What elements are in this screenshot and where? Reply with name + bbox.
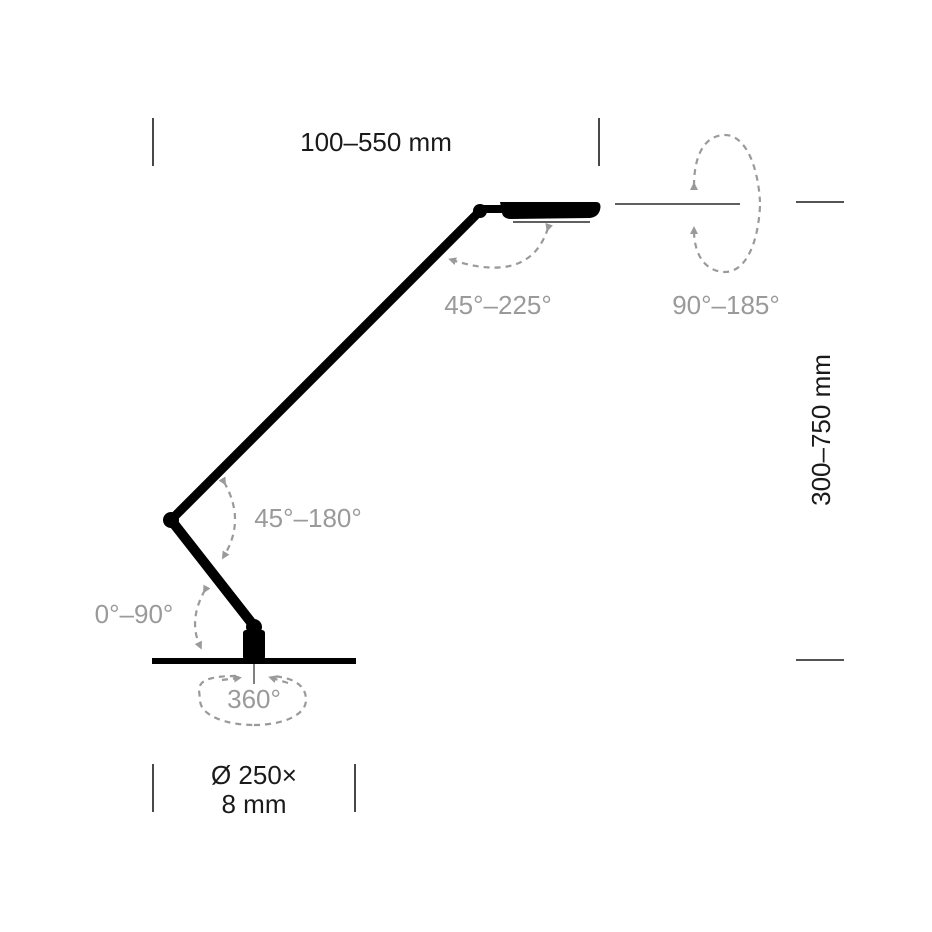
- base-rotation-arc-left: [198, 674, 255, 727]
- lamp-head: [482, 202, 601, 223]
- head-rotation-label: 90°–185°: [672, 290, 780, 320]
- lamp-base-plate: [152, 658, 356, 664]
- reach-dimension-label: 100–550 mm: [300, 127, 452, 157]
- lamp-elbow-joint: [163, 512, 179, 528]
- lamp-base-joint: [246, 619, 262, 635]
- lower-arm-arc: [193, 584, 211, 650]
- height-dimension-label: 300–750 mm: [806, 354, 836, 506]
- lamp-base-column: [243, 630, 265, 660]
- head-tilt-label: 45°–225°: [444, 290, 552, 320]
- base-rotation-arc-right: [253, 674, 308, 727]
- lower-arm-label: 0°–90°: [95, 599, 174, 629]
- upper-arm-label: 45°–180°: [254, 503, 362, 533]
- base-dimension-label-line2: 8 mm: [222, 789, 287, 819]
- upper-arm-arc: [218, 476, 237, 560]
- lamp-upper-arm: [166, 206, 485, 525]
- head-rotation-arc-bottom: [690, 205, 762, 274]
- base-dimension-label-line1: Ø 250×: [211, 760, 297, 790]
- base-rotation-arrow-left: [221, 674, 242, 683]
- lamp-lower-arm: [166, 515, 259, 631]
- base-rotation-label: 360°: [227, 684, 281, 714]
- base-rotation-arrow-right: [268, 675, 289, 685]
- head-rotation-arc-top: [689, 133, 762, 203]
- head-tilt-arc: [448, 222, 554, 269]
